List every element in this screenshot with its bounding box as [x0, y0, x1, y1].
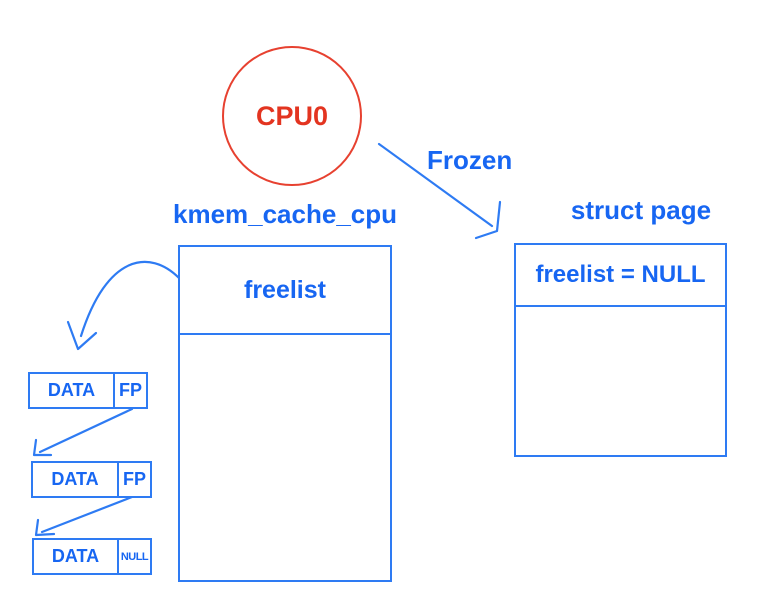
frozen-label: Frozen — [427, 145, 513, 175]
fp-arrow-2 — [34, 495, 134, 537]
frozen-arrow — [377, 142, 502, 240]
free-object-2-data: DATA — [51, 469, 99, 489]
kmem-freelist-label: freelist — [244, 275, 326, 304]
page-freelist-label: freelist = NULL — [535, 261, 706, 288]
struct-page-title: struct page — [570, 195, 712, 225]
kmem-cache-cpu-box: freelist — [178, 245, 392, 582]
fp-arrow-1 — [32, 407, 134, 457]
kmem-freelist-field: freelist — [180, 247, 390, 335]
free-object-1-data: DATA — [47, 380, 96, 400]
free-object-3-data: DATA — [51, 546, 100, 566]
free-object-2: DATA FP — [31, 461, 152, 498]
free-object-3-null: NULL — [117, 540, 150, 573]
kmem-cache-cpu-title: kmem_cache_cpu — [172, 199, 398, 229]
free-object-3: DATA NULL — [32, 538, 152, 575]
free-object-2-fp: FP — [117, 463, 150, 496]
freelist-pointer-arrow — [66, 260, 181, 351]
free-object-1: DATA FP — [28, 372, 148, 409]
struct-page-box: freelist = NULL — [514, 243, 727, 457]
cpu-node: CPU0 — [222, 46, 362, 186]
page-freelist-field: freelist = NULL — [516, 245, 725, 307]
cpu-label: CPU0 — [255, 100, 329, 131]
free-object-1-fp: FP — [113, 374, 146, 407]
